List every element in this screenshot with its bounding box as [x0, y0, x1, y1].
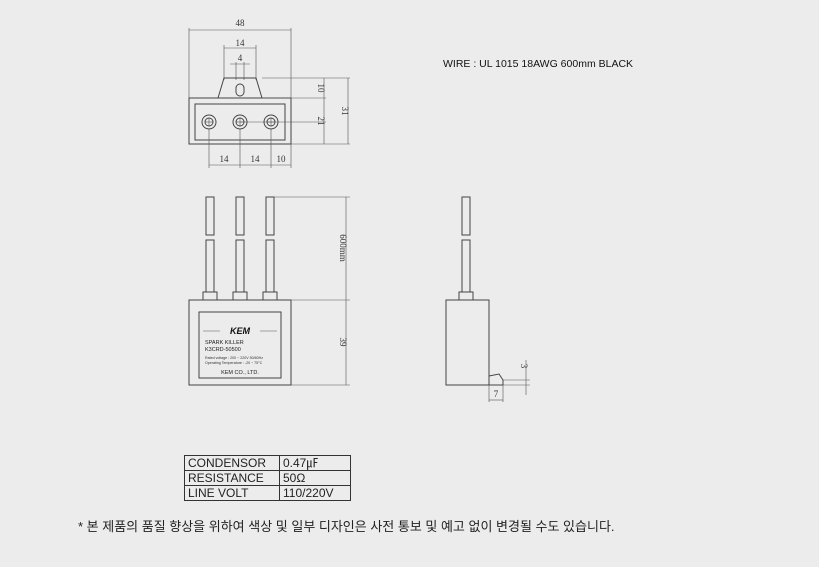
spec-value: 0.47㎌ — [279, 455, 351, 471]
dim-top-slot: 4 — [238, 53, 243, 63]
spec-table: CONDENSOR 0.47㎌ RESISTANCE 50Ω LINE VOLT… — [184, 455, 351, 501]
dim-right-upper: 10 — [316, 84, 326, 94]
table-row: RESISTANCE 50Ω — [184, 470, 351, 486]
table-row: LINE VOLT 110/220V — [184, 485, 351, 501]
dim-top-inner: 14 — [236, 38, 246, 48]
front-view: KEM SPARK KILLER K3CRD-50500 Rated volta… — [188, 196, 350, 386]
label-line1: SPARK KILLER — [205, 340, 244, 346]
spec-key: LINE VOLT — [184, 485, 280, 501]
label-line2: K3CRD-50500 — [205, 347, 241, 353]
dim-right-lower: 21 — [316, 117, 326, 126]
dim-top-width: 48 — [236, 18, 246, 28]
dim-side-foot-width: 7 — [494, 389, 499, 399]
dim-bottom-a: 14 — [220, 154, 230, 164]
label-rated: Rated voltage : 200 ~ 220V 50/60Hz — [205, 356, 263, 360]
wire-2 — [235, 196, 245, 293]
capacitor-body — [188, 299, 292, 386]
wire-1 — [205, 196, 215, 293]
terminal-screw-1 — [201, 114, 217, 130]
top-view: 48 14 4 — [188, 18, 350, 168]
label-maker: KEM CO., LTD. — [221, 370, 259, 376]
table-row: CONDENSOR 0.47㎌ — [184, 455, 351, 471]
spec-value: 110/220V — [279, 485, 351, 501]
dim-right-total: 31 — [340, 107, 350, 116]
dim-bottom-c: 10 — [277, 154, 287, 164]
label-brand: KEM — [230, 326, 251, 336]
wire-spec-note: WIRE : UL 1015 18AWG 600mm BLACK — [443, 58, 634, 70]
spec-key: RESISTANCE — [184, 470, 280, 486]
wire-3 — [265, 196, 275, 293]
side-view: 3 7 — [445, 196, 530, 402]
dim-wire-length: 600mm — [338, 234, 348, 262]
dim-bottom-b: 14 — [251, 154, 261, 164]
spec-value: 50Ω — [279, 470, 351, 486]
product-label: KEM SPARK KILLER K3CRD-50500 Rated volta… — [198, 311, 282, 379]
spec-key: CONDENSOR — [184, 455, 280, 471]
label-temp: Operating Temperature : -20 ~ 75°C — [205, 361, 263, 365]
disclaimer-footnote: * 본 제품의 품질 향상을 위하여 색상 및 일부 디자인은 사전 통보 및 … — [78, 519, 615, 534]
dim-body-height: 39 — [338, 338, 348, 348]
dim-side-foot-height: 3 — [519, 364, 529, 369]
